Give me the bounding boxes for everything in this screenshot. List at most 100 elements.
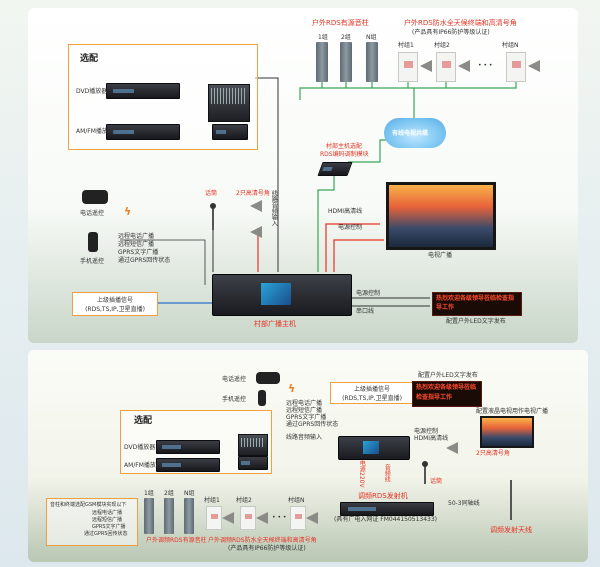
line-rds-feed xyxy=(299,80,323,100)
b-gsm-note-3: 远程短信广播 xyxy=(92,517,123,523)
mic-label: 话筒 xyxy=(205,190,218,197)
host-label: 村部广播主机 xyxy=(254,320,296,328)
b-village-host-device xyxy=(338,436,410,460)
b-line-in-label: 线路音频输入 xyxy=(286,434,323,441)
b-host-screen xyxy=(363,441,379,454)
b-upper-signal-line1: 上级插播信号 xyxy=(353,386,390,393)
b-fm-transmitter-device xyxy=(340,502,434,516)
upper-signal-line2: (RDS,TS,IP,卫星直播) xyxy=(85,306,145,313)
b-phone-ctrl-label: 电话遥控 xyxy=(222,376,247,383)
b-village-label-n: 村组N xyxy=(288,497,305,504)
cable-tv-label: 有线电视共缆 xyxy=(392,130,429,137)
terminal-subtitle: (产品具有IP66防护等级认证) xyxy=(412,29,490,36)
terminal-ellipsis: • • • xyxy=(478,62,493,69)
b-fm-tx-label: 调频RDS发射机 xyxy=(358,492,408,500)
b-amplifier-device xyxy=(238,456,268,470)
village-label-1: 村组1 xyxy=(398,42,414,49)
b-remote-func-1: 远程电话广播 xyxy=(286,400,323,407)
b-column-label-1: 1组 xyxy=(144,490,154,497)
line-in-label: 线路音频输入 xyxy=(270,190,278,226)
mobile-ctrl-label: 手机遥控 xyxy=(80,258,105,265)
b-terminal-subtitle: (产品具有IP66防护等级认证) xyxy=(228,545,306,552)
tv-label: 电视广播 xyxy=(428,252,453,259)
b-microphone-icon xyxy=(422,461,428,484)
hdmi-label: HDMI高清线 xyxy=(328,208,363,215)
b-optional-sources-label: 选配 xyxy=(134,416,153,426)
power-control-label-2: 电源控制 xyxy=(356,290,381,297)
dvd-player-device xyxy=(106,83,180,99)
b-amfm-player-device xyxy=(156,458,220,472)
cable-tv-cloud-icon xyxy=(384,118,446,148)
remote-func-1: 远程电话广播 xyxy=(118,233,155,240)
b-rds-column-2 xyxy=(164,498,174,534)
phone-ctrl-label: 电话遥控 xyxy=(80,210,105,217)
b-remote-func-4: 通过GPRS回传状态 xyxy=(286,421,339,428)
terminal-2 xyxy=(436,52,456,82)
b-upper-signal-box: 上级插播信号 (RDS,TS,IP,卫星直播) xyxy=(330,382,414,404)
b-terminal-1 xyxy=(206,506,222,530)
line-line-in xyxy=(255,77,279,272)
tv-screen xyxy=(386,182,496,250)
b-power-control-label: 电源控制 xyxy=(414,428,439,435)
b-gsm-note-2: 远程电话广播 xyxy=(92,510,123,516)
b-remote-func-3: GPRS文字广播 xyxy=(286,414,327,421)
b-horn-label: 2只高清号角 xyxy=(476,450,510,457)
b-dvd-player-device xyxy=(156,440,220,454)
b-terminal-ellipsis: • • • xyxy=(272,514,287,521)
b-desk-phone-icon xyxy=(256,372,280,384)
power-control-label: 电源控制 xyxy=(338,224,363,231)
terminal-n xyxy=(506,52,526,82)
rds-column-n xyxy=(366,42,378,82)
b-amfm-player-label: AM/FM播放器 xyxy=(124,462,162,469)
rds-column-2 xyxy=(340,42,352,82)
mixer-device xyxy=(208,84,250,122)
b-gsm-note-box xyxy=(46,498,138,546)
remote-func-2: 远程短信广播 xyxy=(118,241,155,248)
terminal-horn-1-icon xyxy=(420,60,432,72)
upper-signal-line1: 上级插播信号 xyxy=(96,297,133,304)
terminal-title: 户外RDS防水全天候终端和高清号角 xyxy=(404,19,517,27)
village-label-n: 村组N xyxy=(502,42,519,49)
mobile-phone-icon xyxy=(88,232,98,252)
led-display: 热烈欢迎各级领导莅临检查指导工作 xyxy=(432,292,522,316)
b-village-label-1: 村组1 xyxy=(204,497,220,504)
b-upper-signal-line2: (RDS,TS,IP,卫星直播) xyxy=(342,395,402,402)
line-host-card xyxy=(317,176,335,272)
b-antenna-icon xyxy=(510,480,512,520)
amfm-player-label: AM/FM播放器 xyxy=(76,128,114,135)
b-horn-icon xyxy=(446,442,458,454)
terminal-1 xyxy=(398,52,418,82)
line-power-tv xyxy=(333,239,384,272)
b-terminal-title: 户外调频RDS防水全天候终端和高清号角 xyxy=(208,537,317,544)
b-power-vert-label: 电源220V xyxy=(358,460,366,488)
led-label: 配置户外LED文字发布 xyxy=(446,318,506,325)
b-license-label: (具有广电入网证 FM044150513433) xyxy=(334,516,438,523)
rds-card-label-1: 村部主机选配 xyxy=(326,143,363,150)
microphone-icon xyxy=(210,203,216,230)
b-av-line-label: 音频线 xyxy=(383,464,391,482)
column-label-n: N组 xyxy=(366,34,377,41)
host-screen xyxy=(261,283,291,305)
remote-func-3: GPRS文字广播 xyxy=(118,249,159,256)
rds-column-title: 户外RDS有源音柱 xyxy=(312,19,369,27)
rds-column-1 xyxy=(316,42,328,82)
b-hdmi-label: HDMI高清线 xyxy=(414,435,449,442)
b-gsm-note-1: 音柱和终端选配GSM模块实现以下 xyxy=(50,502,127,508)
b-rds-column-1 xyxy=(144,498,154,534)
horn-label: 2只高清号角 xyxy=(236,190,270,197)
b-tv-title: 配置液晶电视用作电视广播 xyxy=(476,408,549,415)
village-host-device xyxy=(212,274,352,316)
b-antenna-label: 调频发射天线 xyxy=(490,526,532,534)
b-mobile-ctrl-label: 手机遥控 xyxy=(222,396,247,403)
line-term-feed3 xyxy=(446,80,517,89)
b-tv-screen xyxy=(480,416,534,448)
serial-label: 串口线 xyxy=(356,308,375,315)
b-led-display: 热烈欢迎各级领导莅临检查指导工作 xyxy=(412,381,482,407)
rds-encoder-card xyxy=(317,162,353,176)
b-led-title: 配置户外LED文字发布 xyxy=(418,372,478,379)
horn-2-icon xyxy=(250,226,262,238)
b-mic-label: 话筒 xyxy=(430,478,443,485)
dvd-player-label: DVD播放器 xyxy=(76,88,108,95)
optional-sources-label: 选配 xyxy=(80,54,99,64)
b-terminal-2 xyxy=(240,506,256,530)
